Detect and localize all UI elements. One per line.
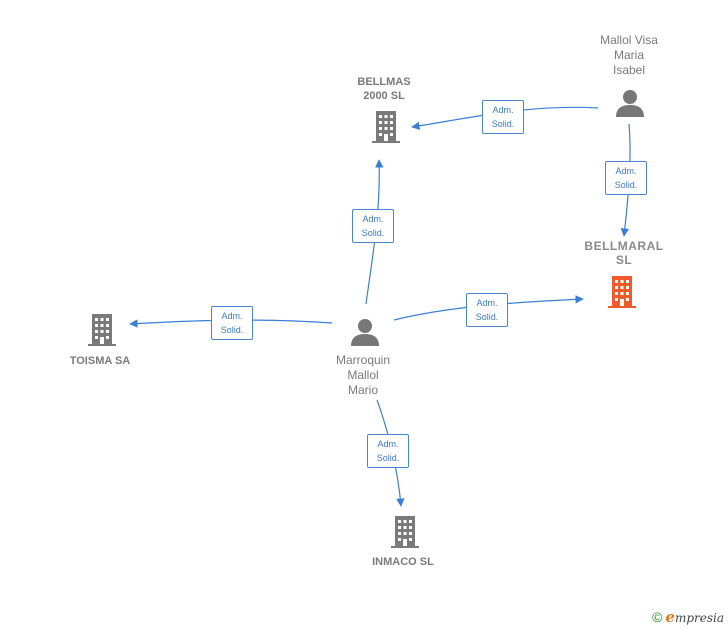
node-label-bellmas: BELLMAS 2000 SL — [357, 76, 411, 102]
copyright-icon: © — [652, 609, 663, 625]
building-icon — [372, 111, 400, 143]
building-icon — [608, 276, 636, 308]
edge-label-line1: Adm. — [221, 311, 243, 321]
edge-label-line1: Adm. — [476, 298, 498, 308]
brand-logo: ©empresia — [652, 608, 724, 626]
node-label-bellmaral: BELLMARAL SL — [584, 239, 664, 267]
node-label-inmaco: INMACO SL — [372, 556, 434, 568]
brand-rest: mpresia — [674, 611, 724, 625]
edge-label-marroquin-inmaco: Adm. Solid. — [367, 434, 409, 468]
building-icon — [88, 314, 116, 346]
edge-label-line2: Solid. — [376, 453, 400, 463]
brand-initial: e — [665, 608, 675, 626]
edge-label-mallol-bellmas: Adm. Solid. — [482, 100, 524, 134]
edge-label-line1: Adm. — [492, 105, 514, 115]
edge-label-line2: Solid. — [475, 312, 499, 322]
edge-label-line1: Adm. — [362, 214, 384, 224]
node-label-toisma: TOISMA SA — [69, 355, 131, 367]
edge-label-line1: Adm. — [377, 439, 399, 449]
building-icon — [391, 516, 419, 548]
node-label-mallol: Mallol Visa Maria Isabel — [600, 33, 658, 77]
brand-wordmark: empresia — [665, 608, 724, 626]
edge-label-line1: Adm. — [615, 166, 637, 176]
edge-label-line2: Solid. — [220, 325, 244, 335]
edge-label-line2: Solid. — [614, 180, 638, 190]
edge-label-marroquin-bellmas: Adm. Solid. — [352, 209, 394, 243]
person-icon — [616, 90, 644, 117]
node-label-marroquin: Marroquin Mallol Mario — [335, 353, 391, 397]
edge-label-mallol-bellmaral: Adm. Solid. — [605, 161, 647, 195]
edge-label-marroquin-toisma: Adm. Solid. — [211, 306, 253, 340]
person-icon — [351, 319, 379, 346]
edge-label-marroquin-bellmaral: Adm. Solid. — [466, 293, 508, 327]
edge-label-line2: Solid. — [491, 119, 515, 129]
edge-label-line2: Solid. — [361, 228, 385, 238]
